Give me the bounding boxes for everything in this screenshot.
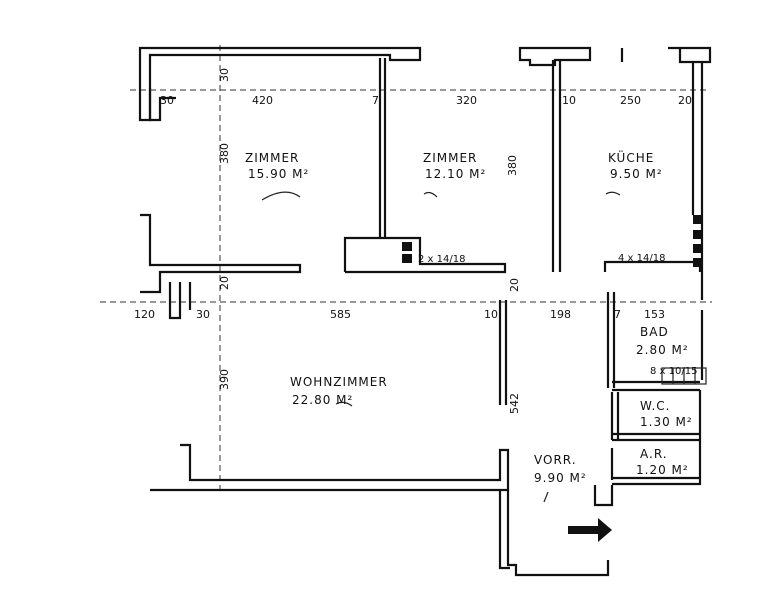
dim-mid-2: 30 <box>196 308 210 321</box>
room-vorr-name: VORR. <box>534 453 577 467</box>
chimney-block <box>343 236 507 274</box>
wall-left-mid <box>140 213 302 294</box>
door-swing-1 <box>261 191 301 201</box>
room-kueche-name: KÜCHE <box>608 149 654 165</box>
wall-top-right <box>518 46 592 67</box>
dim-top-5: 10 <box>562 94 576 107</box>
dim-top-1: 30 <box>160 94 174 107</box>
room-kueche-area: 9.50 M² <box>610 167 663 181</box>
partition-2 <box>551 60 562 272</box>
wall-bath-bottom <box>612 380 700 392</box>
wall-bath-left <box>606 292 616 388</box>
dim-v-7: 542 <box>508 393 521 414</box>
door-swing-4 <box>335 401 353 407</box>
wall-bottom-left <box>150 443 510 492</box>
chimney-label-kitchen: 4 x 14/18 <box>618 253 665 264</box>
wall-left-stub <box>148 88 176 122</box>
dim-mid-3: 585 <box>330 308 351 321</box>
partition-living <box>498 300 508 405</box>
dim-mid-7: 153 <box>644 308 665 321</box>
chimney-label-bath: 8 x 10/15 <box>650 366 697 377</box>
dim-v-2: 380 <box>218 143 231 164</box>
chimney-label-top: 2 x 14/18 <box>418 254 465 265</box>
kitchen-flue-2 <box>693 230 703 239</box>
wall-wc <box>610 390 702 485</box>
door-swing-3 <box>605 191 621 196</box>
room-bad-name: BAD <box>640 325 669 339</box>
wall-ar <box>610 448 700 486</box>
dim-top-4: 320 <box>456 94 477 107</box>
dim-mid-6: 7 <box>614 308 621 321</box>
door-swing-2 <box>423 191 438 198</box>
dim-mid-4: 10 <box>484 308 498 321</box>
room-bad-area: 2.80 M² <box>636 343 689 357</box>
wall-top-far-right <box>668 46 712 64</box>
kitchen-flue-3 <box>693 244 703 253</box>
room-zimmer-2-name: ZIMMER <box>423 151 477 165</box>
room-zimmer-1-name: ZIMMER <box>245 151 299 165</box>
dim-v-6: 390 <box>218 369 231 390</box>
room-wohnzimmer-area: 22.80 M² <box>292 393 353 407</box>
chimney-flue-1 <box>402 242 412 251</box>
room-zimmer-2-area: 12.10 M² <box>425 167 486 181</box>
chimney-flue-2 <box>402 254 412 263</box>
dim-v-5: 20 <box>508 278 521 292</box>
dim-top-6: 250 <box>620 94 641 107</box>
partition-1 <box>378 58 387 238</box>
dim-top-2: 420 <box>252 94 273 107</box>
room-wohnzimmer-name: WOHNZIMMER <box>290 375 388 389</box>
room-ar-name: A.R. <box>640 447 668 461</box>
kitchen-flue-1 <box>693 215 703 224</box>
wall-top <box>138 46 422 122</box>
room-wc-name: W.C. <box>640 399 671 413</box>
kitchen-flue-4 <box>693 258 703 267</box>
entry-arrow <box>568 518 612 542</box>
dim-top-7: 20 <box>678 94 692 107</box>
room-vorr-area: 9.90 M² <box>534 471 587 485</box>
dim-mid-5: 198 <box>550 308 571 321</box>
room-ar-area: 1.20 M² <box>636 463 689 477</box>
wall-left-pier <box>168 282 192 320</box>
wall-entry <box>498 490 610 577</box>
dim-v-1: 30 <box>218 68 231 82</box>
dim-v-3: 380 <box>506 155 519 176</box>
dim-v-4: 20 <box>218 276 231 290</box>
wall-entry-right <box>593 485 614 507</box>
room-wc-area: 1.30 M² <box>640 415 693 429</box>
dim-mid-1: 120 <box>134 308 155 321</box>
room-zimmer-1-area: 15.90 M² <box>248 167 309 181</box>
dim-top-3: 7 <box>372 94 379 107</box>
door-swing-5 <box>543 491 549 503</box>
